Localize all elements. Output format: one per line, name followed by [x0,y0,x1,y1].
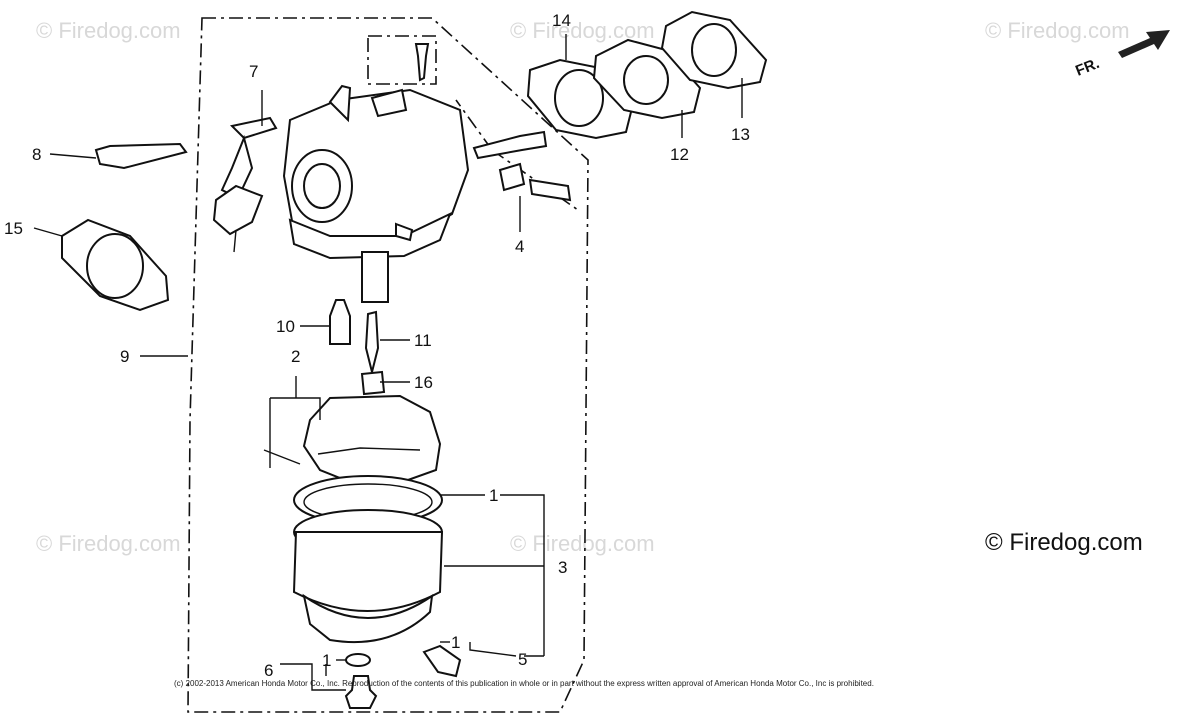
callout-1a: 1 [489,486,498,505]
leader-lines [33,34,743,691]
callout-10: 10 [276,317,295,336]
float-2 [263,394,442,484]
watermark-mid-left: © Firedog.com [36,531,181,556]
assembly-boundary [187,17,589,713]
callout-14: 14 [552,11,571,30]
callout-1b: 1 [451,633,460,652]
callout-13: 13 [731,125,750,144]
callout-11: 11 [414,331,432,350]
front-arrow-icon [1118,30,1170,58]
callout-6: 6 [264,661,273,680]
screw-inset-boundary [367,35,437,85]
float-chamber-3 [292,509,444,644]
watermark-top-left: © Firedog.com [36,18,181,43]
callout-9: 9 [120,347,129,366]
callout-8: 8 [32,145,41,164]
watermark-mid-center: © Firedog.com [510,531,655,556]
callout-15: 15 [4,219,23,238]
choke-lever-8 [94,142,188,170]
watermark-main: © Firedog.com [985,529,1143,556]
callout-2: 2 [291,347,300,366]
washer [345,653,371,667]
callout-7: 7 [249,62,258,81]
drain-screw-5 [422,644,462,678]
callout-3: 3 [558,558,567,577]
gasket-13 [660,10,768,90]
callout-12: 12 [670,145,689,164]
copyright-notice: (c) 2002-2013 American Honda Motor Co., … [174,679,874,688]
jet-11 [364,310,380,373]
watermarks: © Firedog.com © Firedog.com © Firedog.co… [36,18,1143,556]
choke-valve-7 [212,116,278,253]
front-label: FR. [1073,55,1102,80]
callout-5: 5 [518,650,527,669]
adjuster-screws-4 [472,130,572,202]
watermark-top-center: © Firedog.com [510,18,655,43]
screw-top [414,43,430,82]
callout-4: 4 [515,237,524,256]
filter-10 [329,299,351,345]
drain-bolt-6 [344,675,378,709]
carburetor-body [282,84,470,303]
callout-1c: 1 [322,651,331,670]
jet-16 [360,370,386,396]
callout-numbers: 1 1 1 2 3 4 5 6 7 8 9 10 11 12 13 14 15 … [4,11,750,680]
callout-16: 16 [414,373,433,392]
watermark-top-right: © Firedog.com [985,18,1130,43]
gasket-15 [61,218,170,312]
